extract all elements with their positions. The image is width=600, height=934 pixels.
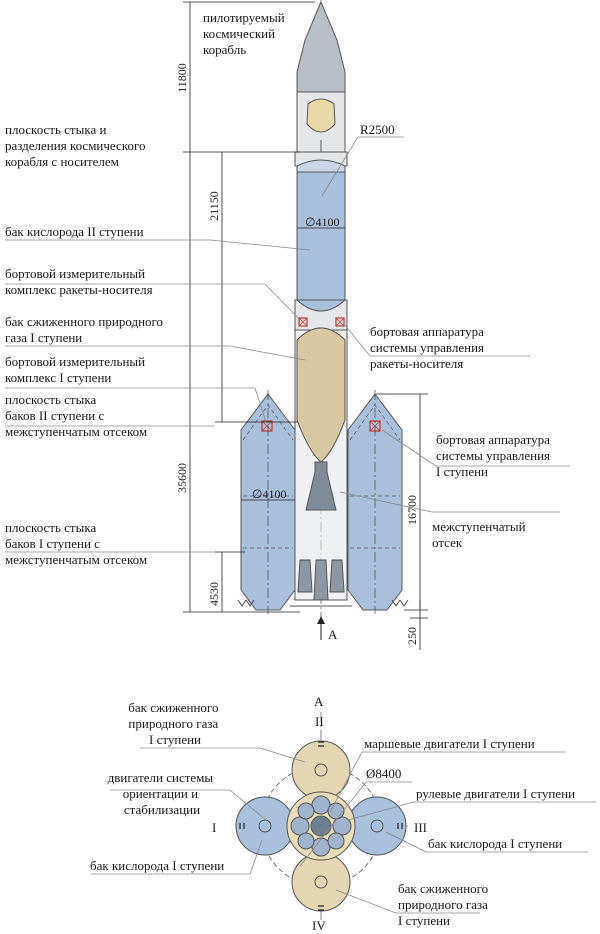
label-separation-plane: плоскость стыка и разделения космическог… (5, 122, 149, 169)
thruster-stubs (239, 741, 403, 911)
label-tanks-1-joint: плоскость стыка баков I ступени с межсту… (5, 520, 147, 567)
dim-250: 250 (405, 627, 419, 645)
equipment-box-left (298, 317, 308, 327)
label-crew-vehicle: пилотируемый космический корабль (203, 10, 288, 57)
quadrant-iii: III (414, 820, 427, 835)
rocket-bottom-view: A I II III IV Ø8400 (212, 694, 427, 933)
label-measuring-complex-1: бортовой измерительный комплекс I ступен… (5, 354, 148, 385)
label-steering-engines: рулевые двигатели I ступени (416, 786, 575, 801)
label-lng-tank-top: бак сжиженного природного газа I ступени (128, 700, 221, 747)
equipment-box-right (335, 317, 345, 327)
dim-11800: 11800 (175, 63, 189, 93)
core-engine-2 (313, 559, 329, 601)
crew-capsule (306, 98, 336, 133)
label-oxygen-tank-left: бак кислорода I ступени (90, 858, 224, 873)
label-lng-tank-bottom: бак сжиженного природного газа I ступени (398, 881, 491, 928)
label-main-engines: маршевые двигатели I ступени (364, 736, 535, 751)
label-radius: R2500 (360, 122, 395, 137)
booster-left (237, 390, 296, 614)
dim-35600: 35600 (175, 463, 189, 493)
central-engine (310, 815, 332, 837)
main-engine-n (311, 795, 331, 815)
quadrant-ii: II (315, 714, 324, 729)
side-labels: пилотируемый космический корабль плоскос… (5, 10, 570, 567)
booster-right (347, 390, 409, 614)
label-tanks-2-joint: плоскость стыка баков II ступени с межст… (5, 392, 147, 439)
oxygen-tank-left (235, 796, 295, 856)
quadrant-iv: IV (312, 918, 326, 933)
quadrant-i: I (212, 820, 216, 835)
lng-tank-bottom (291, 852, 351, 912)
dim-diameter-booster: ∅4100 (252, 487, 286, 501)
dim-4530: 4530 (207, 582, 221, 606)
core-engine-3 (329, 559, 345, 593)
oxygen-tank-right (347, 796, 407, 856)
dim-diameter-core: ∅4100 (305, 215, 339, 229)
oxygen-tank-stage2 (296, 158, 346, 311)
dim-21150: 21150 (207, 191, 221, 221)
label-lng-tank: бак сжиженного природного газа I ступени (5, 314, 166, 345)
label-interstage: межступенчатый отсек (432, 519, 529, 550)
dimensions: 11800 35600 21150 4530 16700 250 ∅4100 ∅… (175, 1, 428, 650)
stage2-engine (305, 461, 337, 511)
view-letter-a: A (314, 694, 324, 709)
label-oxygen-tank-2: бак кислорода II ступени (5, 224, 144, 239)
label-control-equipment-lv: бортовая аппаратура системы управления р… (370, 324, 487, 371)
label-oxygen-tank-right: бак кислорода I ступени (428, 836, 562, 851)
fairing-nose (296, 0, 346, 93)
dim-16700: 16700 (405, 495, 419, 525)
bottom-labels: бак сжиженного природного газа I ступени… (90, 700, 596, 928)
main-engine-w (290, 816, 310, 836)
label-orientation-engines: двигатели системы ориентации и стабилиза… (108, 770, 217, 817)
view-arrow-label: A (328, 627, 338, 642)
core-engine-1 (297, 559, 313, 593)
rocket-side-view: A (237, 0, 409, 642)
label-measuring-complex-lv: бортовой измерительный комплекс ракеты-н… (5, 266, 153, 297)
label-control-equipment-1: бортовая аппаратура системы управления I… (436, 432, 553, 479)
label-diameter-8400: Ø8400 (366, 766, 401, 781)
